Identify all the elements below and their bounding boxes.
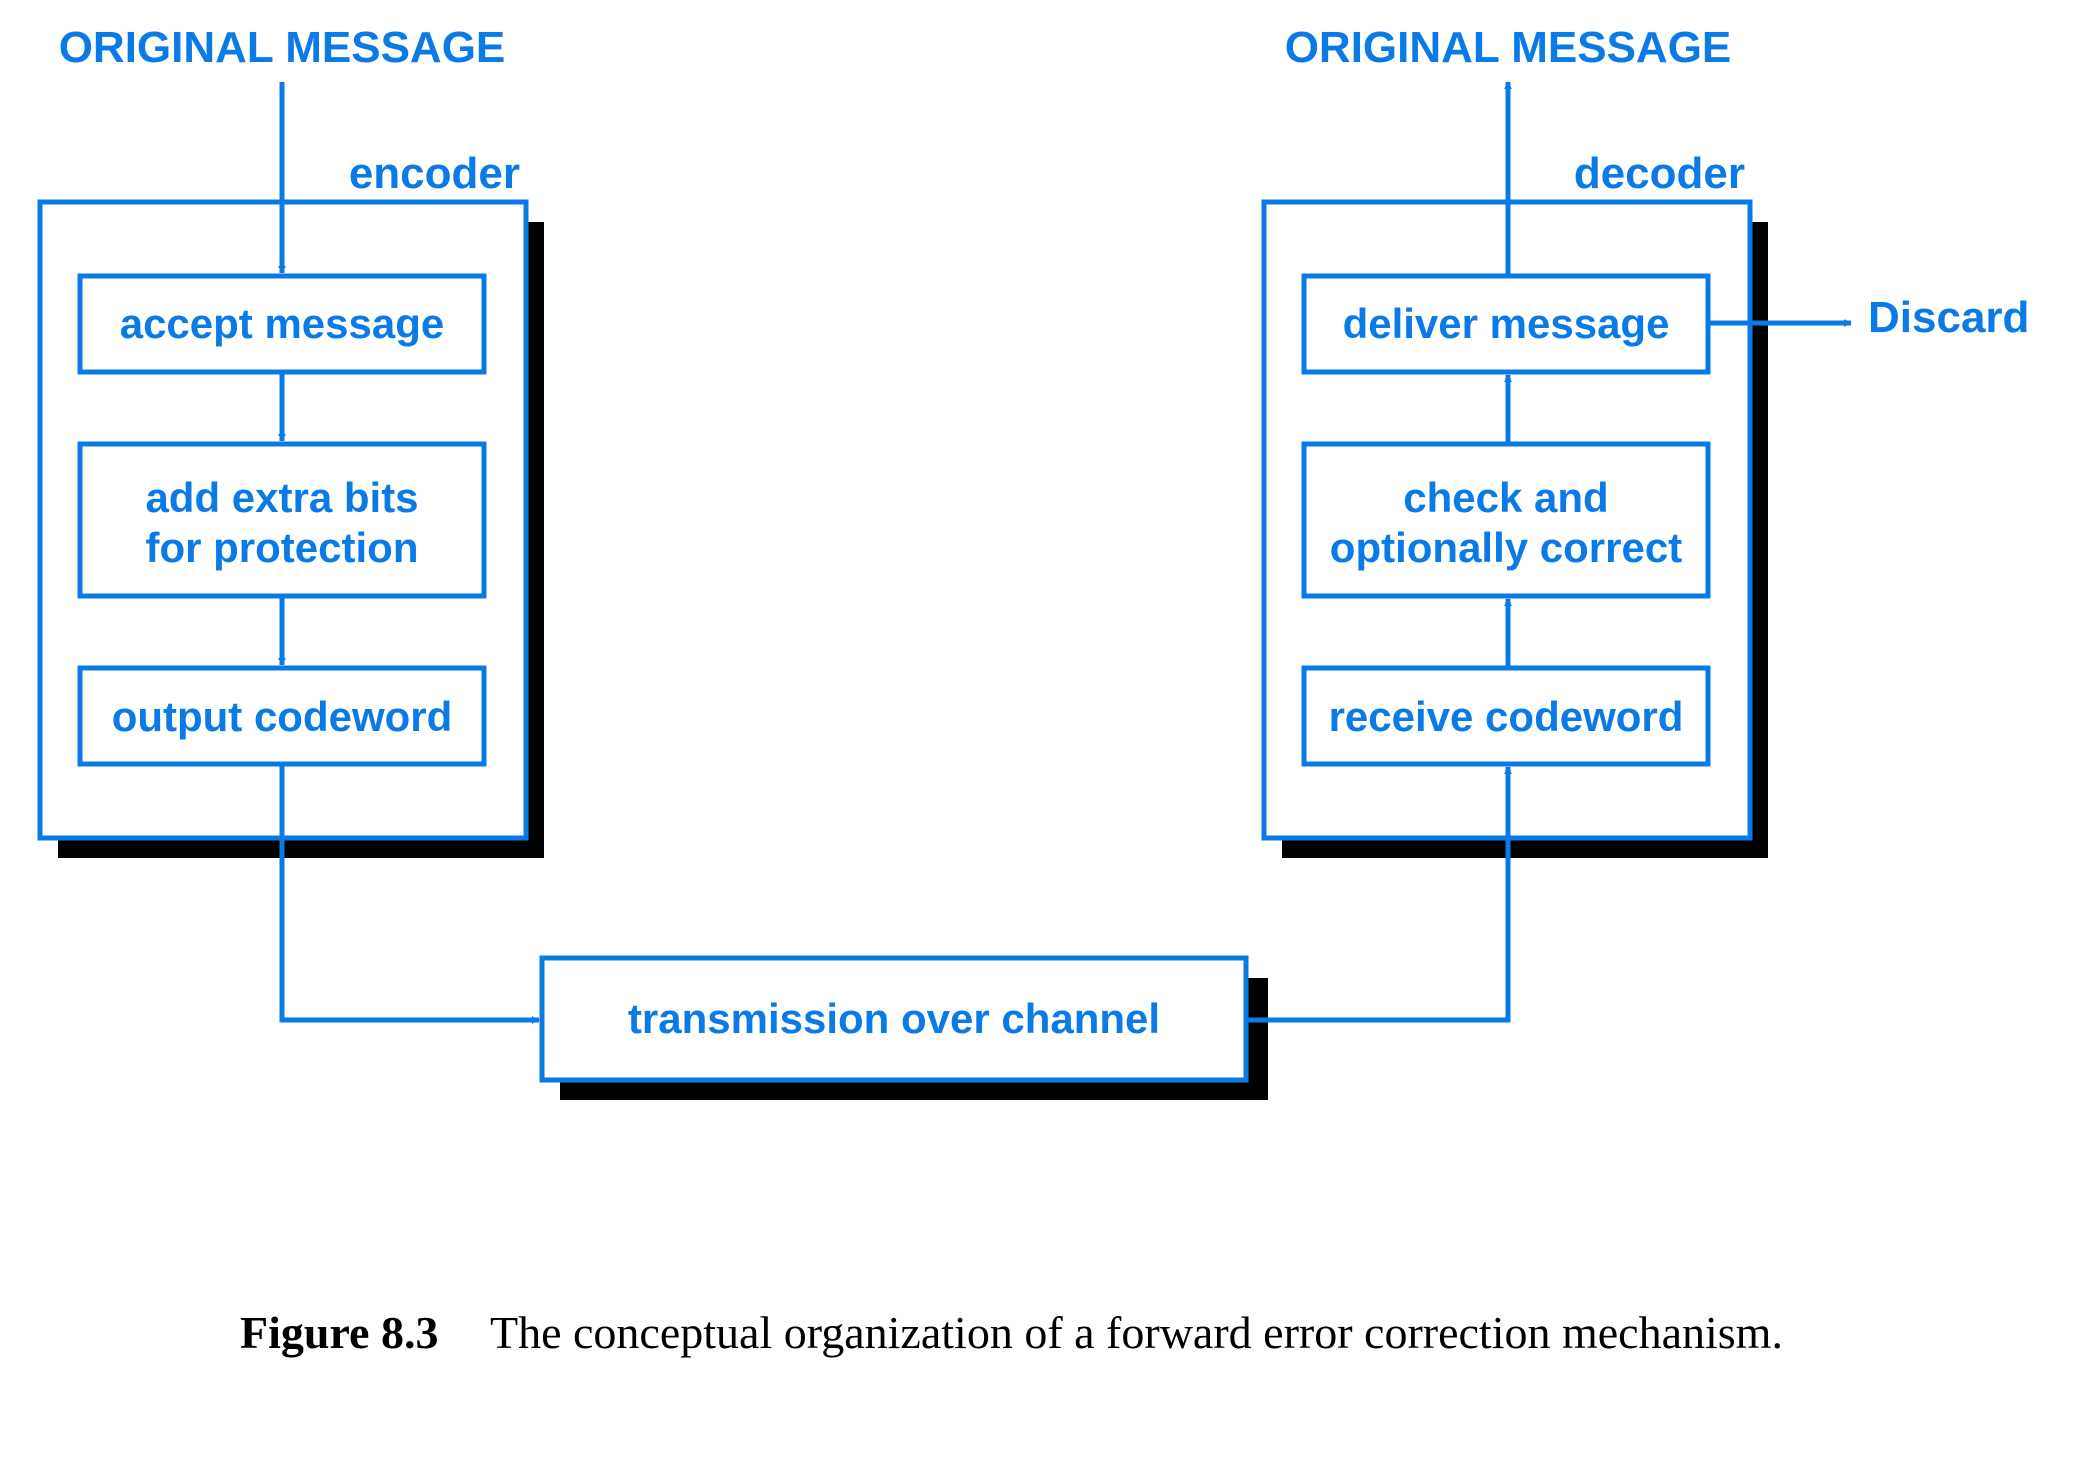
check-correct-label-1: check and [1403, 474, 1608, 521]
deliver-message-box [1301, 273, 1711, 375]
output-codeword-label: output codeword [112, 693, 453, 740]
encoder-input-label: ORIGINAL MESSAGE [59, 23, 506, 72]
encoder-to-channel-arrow [279, 764, 540, 1024]
deliver-message-label: deliver message [1343, 300, 1670, 347]
check-correct-label-2: optionally correct [1330, 524, 1682, 571]
channel-label: transmission over channel [628, 995, 1160, 1042]
decoder-output-label: ORIGINAL MESSAGE [1285, 23, 1732, 72]
encoder-title: encoder [349, 149, 520, 198]
add-extra-bits-label-2: for protection [146, 524, 419, 571]
receive-codeword-box [1301, 665, 1711, 767]
channel-to-decoder-arrow [1246, 766, 1512, 1023]
add-extra-bits-label-1: add extra bits [145, 474, 418, 521]
figure-number: Figure 8.3 [240, 1307, 439, 1358]
caption-text: The conceptual organization of a forward… [490, 1307, 1783, 1358]
decoder-title: decoder [1574, 149, 1745, 198]
accept-message-label: accept message [120, 300, 445, 347]
receive-codeword-label: receive codeword [1329, 693, 1684, 740]
discard-label: Discard [1868, 293, 2029, 342]
channel-box [539, 955, 1249, 1083]
